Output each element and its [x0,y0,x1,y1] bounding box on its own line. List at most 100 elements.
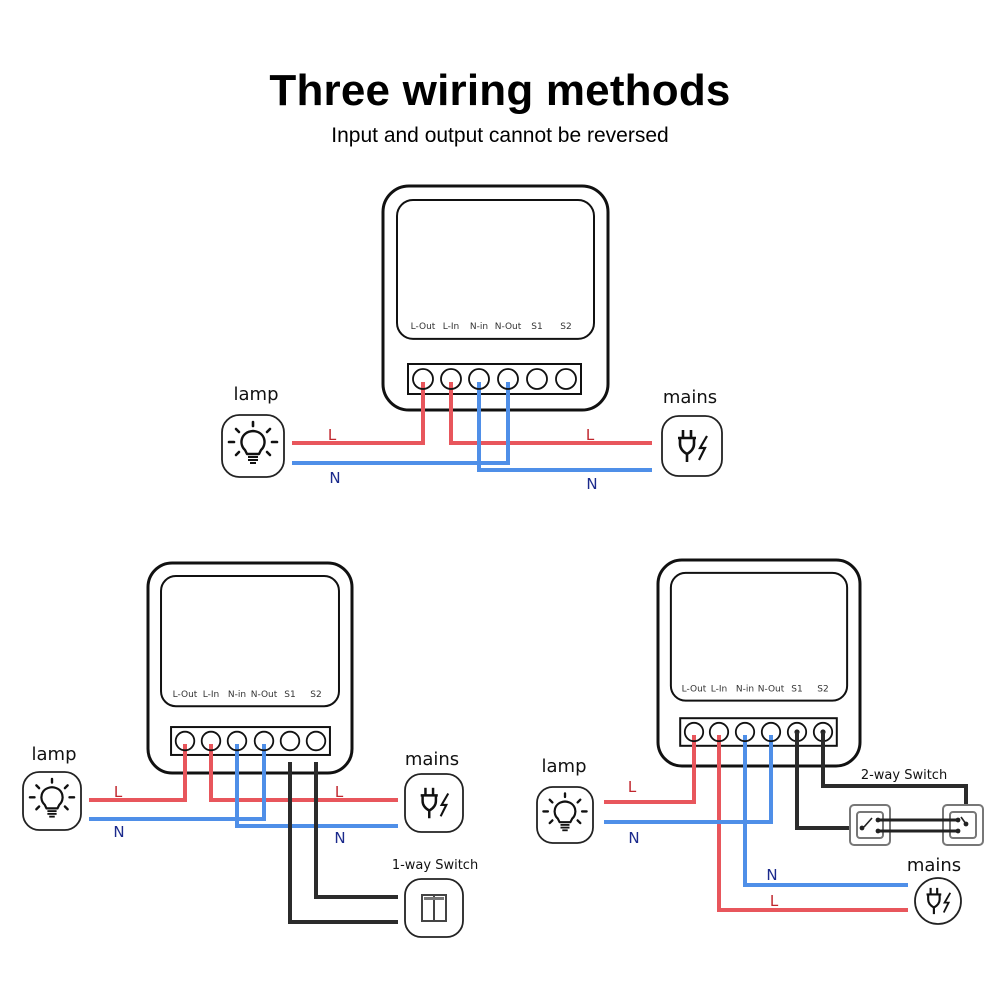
terminal-screw-s2 [305,730,327,752]
switch-contact [859,825,865,831]
switch-contact [955,817,961,823]
terminal-label: S1 [791,684,802,694]
light-ray [63,784,69,790]
neutral-wire-lamp [89,744,266,821]
bulb-glass [40,786,64,810]
light-ray [548,819,554,825]
two-way-switch-label: 2-way Switch [861,768,947,783]
terminal-label: N-Out [495,322,522,332]
mains-label: mains [405,749,459,770]
light-ray [234,450,241,457]
terminal-label: L-Out [173,690,198,700]
page-subtitle: Input and output cannot be reversed [331,124,669,147]
neutral-wire-lamp [604,735,773,824]
switch-inner-frame [856,811,884,839]
neutral-wire-mains [743,735,908,887]
switch-inner-frame [949,811,977,839]
wire-label-neutral: N [586,475,597,493]
terminal-label: N-in [470,322,488,332]
wire-label-neutral: N [113,823,124,841]
terminal-label: L-In [711,684,727,694]
wire-label-live: L [586,426,595,444]
neutral-wire-mains [235,744,398,828]
mains-icon-box [914,877,962,925]
light-ray [63,805,69,811]
wire-label-live: L [770,892,779,910]
light-ray [576,819,582,825]
bulb-glass [553,800,577,824]
wire-label-live: L [328,426,337,444]
terminal-label: N-in [228,690,246,700]
live-wire-mains [449,382,652,445]
light-ray [265,450,272,457]
terminal-label: N-Out [251,690,278,700]
switch-lever [863,817,873,828]
terminal-screw-n-in [734,721,756,743]
lightbulb-icon [542,792,588,832]
terminal-screw-s1 [279,730,301,752]
terminal-screw-n-out [253,730,275,752]
two-way-switch-1 [849,804,891,846]
light-ray [35,784,41,790]
wire-label-neutral: N [329,469,340,487]
plug-body [678,436,696,462]
plug-body [926,893,942,915]
terminal-label: S2 [817,684,828,694]
wire-label-neutral: N [334,829,345,847]
lamp-label: lamp [234,384,279,405]
diagram-one-way-switch: L-Out L-In N-in N-Out S1 S2 lamp mains 1-way Swi… [22,561,478,938]
terminal-label: N-Out [758,684,785,694]
wire-label-live: L [335,783,344,801]
terminal-screw-l-out [683,721,705,743]
switch-contact [955,828,961,834]
terminal-label: L-Out [682,684,707,694]
wire-label-neutral: N [628,829,639,847]
switch-contact [875,828,881,834]
wire-label-neutral: N [766,866,777,884]
module-panel [160,575,340,708]
mains-icon-box [661,415,723,477]
terminal-screw-s2 [555,368,577,390]
terminal-label: L-Out [411,322,436,332]
terminal-screw-l-out [412,368,434,390]
two-way-switch-2 [942,804,984,846]
light-ray [265,427,272,434]
terminal-screw-s1 [526,368,548,390]
module-panel [396,199,595,340]
page-title: Three wiring methods [269,66,731,115]
neutral-wire-lamp [292,382,510,465]
lamp-label: lamp [542,756,587,777]
one-way-switch-label: 1-way Switch [392,858,478,873]
switch-wire-s2 [314,762,398,899]
lamp-label: lamp [32,744,77,765]
terminal-screw-n-out [760,721,782,743]
module-panel [669,571,849,702]
light-ray [234,427,241,434]
terminal-label: S2 [310,690,321,700]
lightning-bolt [942,892,952,913]
terminal-label: S1 [284,690,295,700]
terminal-label: N-in [736,684,754,694]
terminal-label: L-In [203,690,219,700]
wire-label-live: L [628,778,637,796]
wire-label-live: L [114,783,123,801]
live-wire-mains [209,744,398,802]
terminal-screw-n-out [497,368,519,390]
lightbulb-icon [28,777,76,818]
light-ray [548,798,554,804]
terminal-block [679,717,838,747]
light-ray [576,798,582,804]
light-ray [35,805,41,811]
terminal-block [170,726,331,756]
terminal-screw-l-in [708,721,730,743]
switch-top-shade [424,897,444,900]
lightbulb-icon [227,420,279,464]
terminal-screw-n-in [226,730,248,752]
plug-body [420,794,438,819]
lightning-bolt [439,792,450,817]
plug-lightning-icon [420,787,450,819]
plug-lightning-icon [678,430,708,462]
mains-label: mains [663,387,717,408]
switch-wire-s1 [288,762,398,924]
